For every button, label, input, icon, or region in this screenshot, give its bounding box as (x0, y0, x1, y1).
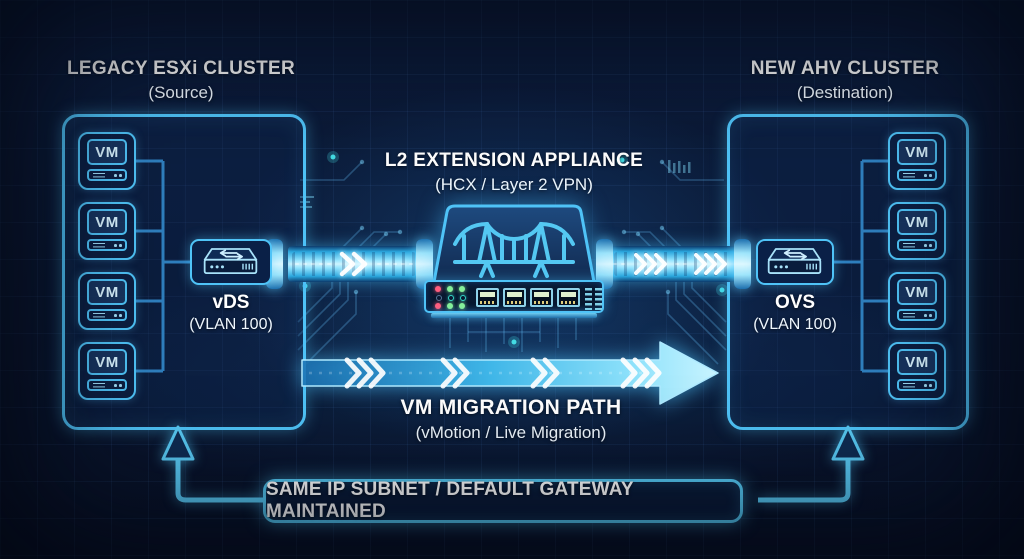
vm-base (897, 169, 937, 181)
migration-path-title: VM MIGRATION PATH (vMotion / Live Migrat… (361, 396, 661, 443)
ethernet-port-icon (476, 288, 499, 307)
vm-server-icon: VM (78, 272, 136, 330)
chevron-right-icon (295, 251, 413, 277)
pipe-cap (596, 239, 613, 289)
appliance-base (431, 313, 597, 318)
vm-label: VM (897, 349, 937, 375)
vm-label: VM (87, 349, 127, 375)
arrow-up-icon (831, 425, 865, 461)
vm-label: VM (897, 139, 937, 165)
network-switch-icon (190, 239, 272, 285)
led-indicator (447, 286, 453, 292)
left-cluster-subtitle-text: (Source) (148, 83, 214, 102)
led-indicator (435, 303, 441, 309)
vm-base (87, 169, 127, 181)
switch-glyph (767, 248, 822, 274)
right-cluster-title: NEW AHV CLUSTER (Destination) (715, 58, 975, 103)
vm-label: VM (897, 279, 937, 305)
led-indicator (459, 286, 465, 292)
pipe-cap (734, 239, 751, 289)
led-indicator (435, 286, 441, 292)
vm-server-icon: VM (78, 202, 136, 260)
left-cluster-title: LEGACY ESXi CLUSTER (Source) (51, 58, 311, 103)
switch-name: OVS (774, 292, 816, 313)
switch-vlan: (VLAN 100) (189, 316, 273, 333)
vm-label: VM (87, 209, 127, 235)
vm-base (87, 379, 127, 391)
ethernet-port-icon (503, 288, 526, 307)
migration-path-title-text: VM MIGRATION PATH (400, 396, 622, 419)
migration-path-subtitle-text: (vMotion / Live Migration) (415, 423, 607, 442)
vm-base (897, 309, 937, 321)
vm-base (897, 379, 937, 391)
led-indicator (447, 303, 453, 309)
vm-server-icon: VM (888, 272, 946, 330)
tunnel-pipe-right (610, 246, 736, 282)
chevron-right-icon (613, 253, 727, 275)
vm-base (87, 309, 127, 321)
vds-switch-label: vDS (VLAN 100) (171, 292, 291, 334)
switch-vlan: (VLAN 100) (753, 316, 837, 333)
right-cluster-subtitle-text: (Destination) (796, 83, 894, 102)
vm-server-icon: VM (888, 132, 946, 190)
appliance-title: L2 EXTENSION APPLIANCE (HCX / Layer 2 VP… (364, 150, 664, 195)
vent-grille-icon (595, 288, 602, 310)
tunnel-pipe-left (288, 246, 420, 282)
vm-base (87, 239, 127, 251)
banner-label: SAME IP SUBNET / DEFAULT GATEWAY MAINTAI… (266, 479, 634, 522)
l2-appliance-chassis (432, 204, 596, 284)
migration-arrow-icon (301, 341, 719, 405)
left-cluster-title-text: LEGACY ESXi CLUSTER (66, 58, 296, 79)
right-cluster-title-text: NEW AHV CLUSTER (750, 58, 940, 79)
led-indicator (436, 295, 442, 301)
vm-server-icon: VM (888, 342, 946, 400)
vent-grille-icon (585, 288, 592, 310)
vm-server-icon: VM (888, 202, 946, 260)
vm-label: VM (897, 209, 937, 235)
ethernet-port-icon (530, 288, 553, 307)
led-indicator (448, 295, 454, 301)
ip-subnet-banner: SAME IP SUBNET / DEFAULT GATEWAY MAINTAI… (263, 479, 743, 523)
vm-server-icon: VM (78, 342, 136, 400)
arrow-up-icon (161, 425, 195, 461)
network-switch-icon (756, 239, 834, 285)
pipe-cap (416, 239, 433, 289)
led-indicator (460, 295, 466, 301)
ovs-switch-label: OVS (VLAN 100) (735, 292, 855, 334)
appliance-front-panel (424, 280, 604, 313)
vm-label: VM (87, 139, 127, 165)
suspension-bridge-icon (453, 222, 575, 278)
switch-name: vDS (212, 292, 250, 313)
led-indicator (459, 303, 465, 309)
vm-base (897, 239, 937, 251)
appliance-subtitle-text: (HCX / Layer 2 VPN) (435, 175, 593, 194)
appliance-title-text: L2 EXTENSION APPLIANCE (384, 150, 644, 171)
ethernet-port-icon (557, 288, 580, 307)
vm-server-icon: VM (78, 132, 136, 190)
vm-label: VM (87, 279, 127, 305)
switch-glyph (203, 248, 258, 274)
